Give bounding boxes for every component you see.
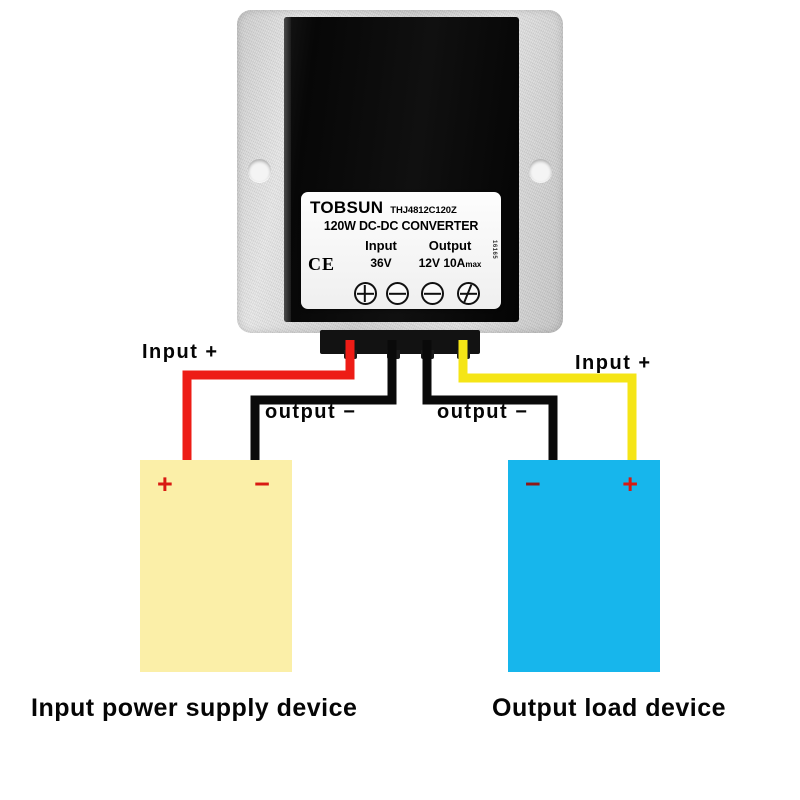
output-current-rating: 10A	[443, 256, 466, 270]
callout-input-positive-left: Input +	[142, 341, 219, 363]
callout-output-negative-left: output −	[265, 401, 357, 423]
supply-positive-terminal: +	[157, 469, 173, 499]
supply-negative-terminal: −	[254, 469, 270, 499]
callout-input-positive-right: Input +	[575, 352, 652, 374]
callout-output-negative-right: output −	[437, 401, 529, 423]
input-negative-screw-icon	[385, 282, 409, 305]
output-positive-screw-icon	[456, 282, 480, 305]
input-port-label: Input	[365, 238, 397, 253]
input-positive-screw-icon	[353, 282, 377, 305]
output-rating-suffix: max	[465, 260, 482, 269]
ce-mark-icon: CE	[308, 254, 336, 274]
output-rating: 12V 10Amax	[414, 256, 486, 270]
caption-input-power-supply-device: Input power supply device	[31, 694, 358, 722]
input-positive-wire	[182, 340, 355, 462]
converter-body-bevel	[284, 17, 291, 322]
output-positive-wire	[458, 340, 637, 462]
caption-output-load-device: Output load device	[492, 694, 727, 722]
load-negative-terminal: −	[525, 469, 541, 499]
mounting-hole-right	[529, 159, 552, 182]
mounting-hole-left	[248, 159, 271, 182]
load-positive-terminal: +	[622, 469, 638, 499]
output-terminal-screws	[414, 282, 486, 305]
output-load-device-box: − +	[508, 460, 660, 672]
label-brand-row: TOBSUN THJ4812C120Z	[301, 198, 501, 218]
input-power-supply-device-box: + −	[140, 460, 292, 672]
output-negative-wire	[422, 340, 558, 462]
input-terminal-screws	[349, 282, 413, 305]
output-negative-screw-icon	[420, 282, 444, 305]
output-port-label: Output	[428, 238, 472, 253]
output-port-block: Output 12V 10Amax	[414, 238, 486, 270]
product-description: 120W DC-DC CONVERTER	[323, 219, 479, 233]
model-number: THJ4812C120Z	[390, 205, 457, 216]
label-serial-number: 16165	[491, 240, 497, 260]
input-port-block: Input 36V	[351, 238, 411, 270]
brand-name: TOBSUN	[310, 198, 384, 217]
output-voltage-rating: 12V	[418, 256, 440, 270]
input-voltage-rating: 36V	[370, 256, 392, 270]
converter-spec-label: TOBSUN THJ4812C120Z 120W DC-DC CONVERTER…	[301, 192, 501, 309]
dc-dc-converter-device: TOBSUN THJ4812C120Z 120W DC-DC CONVERTER…	[237, 10, 563, 333]
input-negative-wire	[250, 340, 397, 462]
